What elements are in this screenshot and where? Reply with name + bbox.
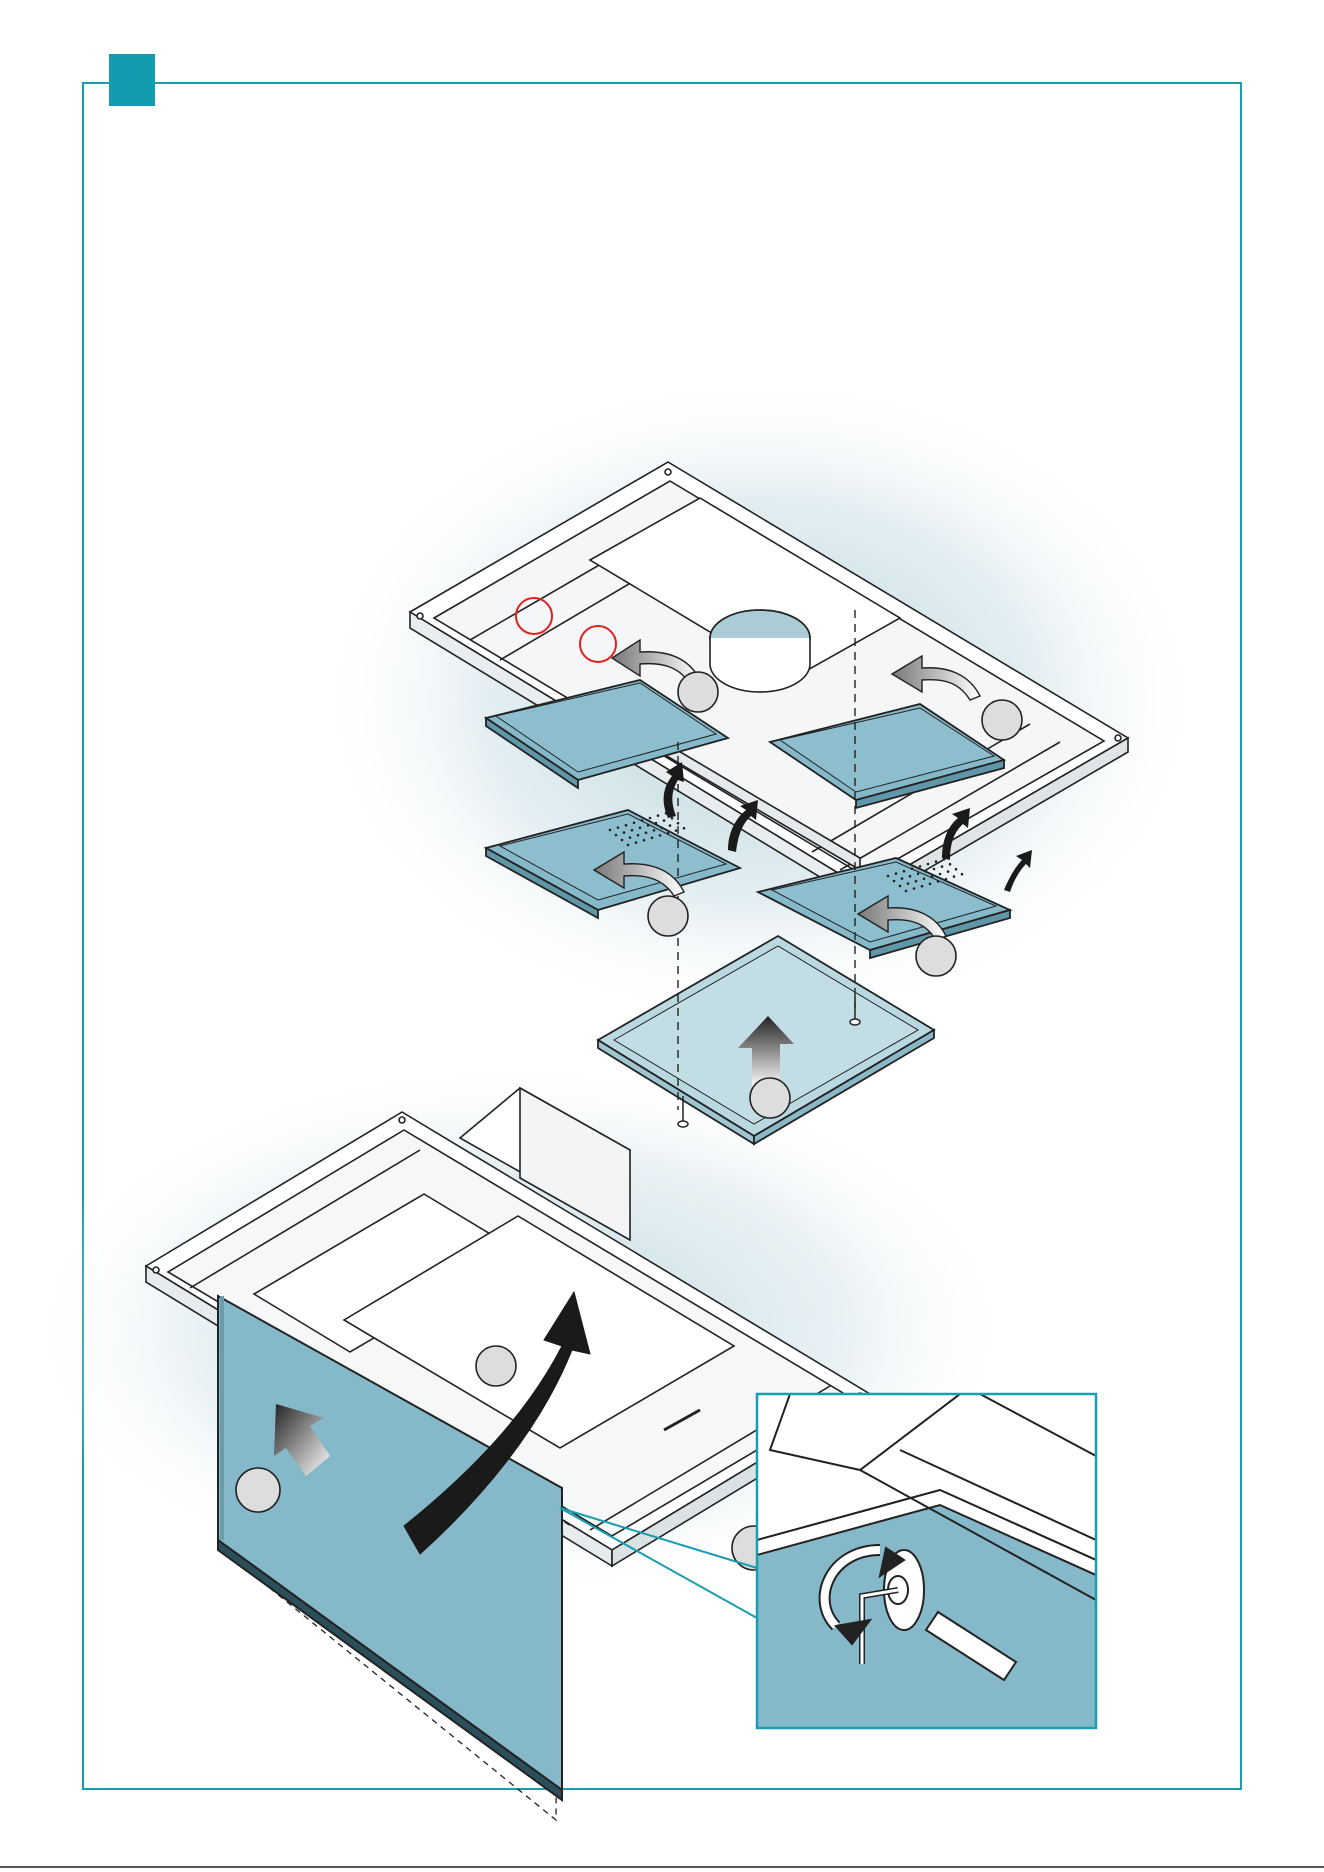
perforation-dot <box>609 829 612 832</box>
perforation-dot <box>931 875 934 878</box>
perforation-dot <box>643 839 646 842</box>
perforation-dot <box>645 832 648 835</box>
perforation-dot <box>911 868 914 871</box>
perforation-dot <box>937 880 940 883</box>
perforation-dot <box>961 873 964 876</box>
perforation-dot <box>933 868 936 871</box>
perforation-dot <box>649 817 652 820</box>
perforation-dot <box>615 834 618 837</box>
perforation-dot <box>917 873 920 876</box>
perforation-dot <box>905 890 908 893</box>
perforation-dot <box>683 827 686 830</box>
perforation-dot <box>907 882 910 885</box>
perforation-dot <box>657 814 660 817</box>
perforation-dot <box>899 885 902 888</box>
perforation-dot <box>667 832 670 835</box>
perforation-dot <box>653 829 656 832</box>
perforation-dot <box>921 885 924 888</box>
page-bottom-rule <box>0 1866 1324 1868</box>
perforation-dot <box>909 875 912 878</box>
perforation-dot <box>637 834 640 837</box>
perforation-dot <box>941 865 944 868</box>
perforation-dot <box>641 819 644 822</box>
perforation-dot <box>677 822 680 825</box>
perforation-dot <box>661 827 664 830</box>
perforation-dot <box>627 844 630 847</box>
perforation-dot <box>639 827 642 830</box>
perforation-dot <box>929 883 932 886</box>
perforation-dot <box>623 831 626 834</box>
perforation-dot <box>893 880 896 883</box>
perforation-dot <box>935 860 938 863</box>
perforation-dot <box>625 824 628 827</box>
hinge-detail <box>757 1394 1096 1728</box>
perforation-dot <box>651 837 654 840</box>
perforation-dot <box>895 872 898 875</box>
perforation-dot <box>621 839 624 842</box>
perforation-dot <box>915 880 918 883</box>
perforation-dot <box>887 875 890 878</box>
perforation-dot <box>631 829 634 832</box>
perforation-dot <box>617 826 620 829</box>
perforation-dot <box>671 817 674 820</box>
perforation-dot <box>953 875 956 878</box>
perforation-dot <box>669 824 672 827</box>
perforation-dot <box>923 878 926 881</box>
perforation-dot <box>659 834 662 837</box>
perforation-dot <box>903 870 906 873</box>
perforation-dot <box>927 863 930 866</box>
perforation-dot <box>925 870 928 873</box>
perforation-dot <box>901 877 904 880</box>
perforation-dot <box>919 865 922 868</box>
perforation-dot <box>913 887 916 890</box>
perforation-dot <box>647 824 650 827</box>
perforation-dot <box>955 868 958 871</box>
perforation-dot <box>675 829 678 832</box>
perforation-dot <box>947 870 950 873</box>
perforation-dot <box>939 873 942 876</box>
perforation-dot <box>945 878 948 881</box>
perforation-dot <box>663 819 666 822</box>
perforation-dot <box>635 841 638 844</box>
perforation-dot <box>655 822 658 825</box>
perforation-dot <box>629 836 632 839</box>
perforation-dot <box>633 822 636 825</box>
perforation-dot <box>949 863 952 866</box>
